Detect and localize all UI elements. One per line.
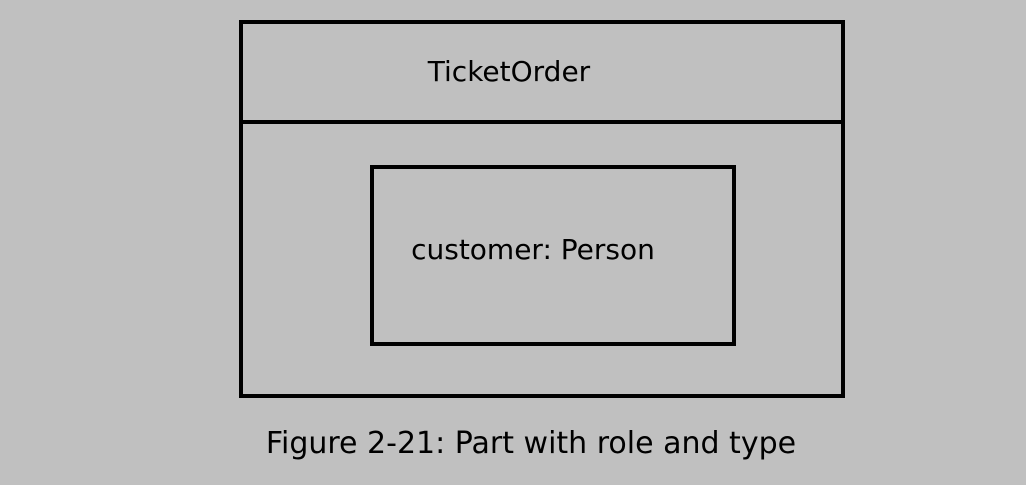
class-name-label: TicketOrder [427, 55, 591, 88]
part-role-type-label: customer: Person [411, 233, 655, 266]
part-box [370, 165, 736, 346]
class-header-divider [239, 120, 845, 124]
figure-caption: Figure 2-21: Part with role and type [265, 426, 797, 461]
ticketorder-class-box [239, 20, 845, 398]
